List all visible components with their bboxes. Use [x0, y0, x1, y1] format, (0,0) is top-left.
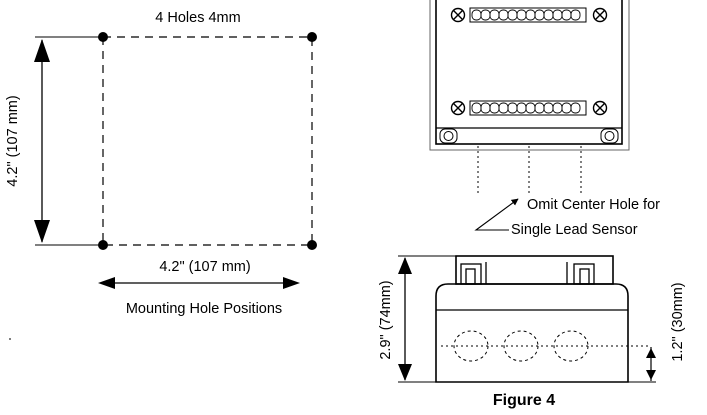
screw-icon — [453, 10, 463, 20]
note-leader — [474, 198, 519, 231]
terminal-contacts — [471, 9, 581, 21]
arrow-down-icon — [34, 220, 50, 243]
corner-hole-right — [600, 128, 619, 144]
mounting-hole — [307, 32, 317, 42]
stray-dot — [9, 338, 11, 340]
note-line-1: Omit Center Hole for — [527, 197, 660, 213]
arrow-up-icon — [398, 257, 412, 274]
sensor-side-view — [398, 255, 656, 383]
arrow-up-icon — [646, 348, 656, 358]
sensor-body — [435, 0, 623, 145]
terminal-strip — [469, 7, 587, 23]
screw-icon — [453, 103, 463, 113]
mounting-hole — [98, 240, 108, 250]
hole-height-label: 1.2" (30mm) — [670, 282, 686, 361]
corner-hole-right-bore — [604, 131, 615, 141]
holes-label: 4 Holes 4mm — [155, 10, 240, 26]
upper-terminal-row — [450, 7, 608, 23]
hole-pattern-outline — [102, 36, 313, 246]
sensor-outer-plate — [429, 0, 630, 151]
connector-latch-left — [460, 263, 482, 285]
corner-hole-left — [439, 128, 458, 144]
connector-pin-right — [579, 268, 590, 285]
leader-line — [474, 198, 519, 231]
corner-hole-left-bore — [443, 131, 454, 141]
terminal-contacts — [471, 102, 581, 114]
sensor-top-view — [429, 0, 630, 193]
arrow-left-icon — [98, 277, 115, 289]
lead-position-lines — [477, 146, 582, 193]
note-line-2: Single Lead Sensor — [511, 222, 638, 238]
mounting-caption: Mounting Hole Positions — [126, 301, 282, 317]
arrow-right-icon — [283, 277, 300, 289]
mounting-hole — [98, 32, 108, 42]
lower-terminal-row — [450, 100, 608, 116]
connector-pin-left — [465, 268, 476, 285]
connector-latch-right — [573, 263, 595, 285]
screw-icon — [595, 103, 605, 113]
arrow-down-icon — [646, 370, 656, 380]
terminal-strip — [469, 100, 587, 116]
figure-caption: Figure 4 — [493, 392, 555, 409]
arrow-up-icon — [34, 39, 50, 62]
mounting-height-label: 4.2" (107 mm) — [5, 95, 21, 186]
sensor-housing — [435, 283, 629, 383]
side-height-label: 2.9" (74mm) — [378, 280, 394, 359]
screw-icon — [595, 10, 605, 20]
mounting-hole — [307, 240, 317, 250]
mounting-width-label: 4.2" (107 mm) — [159, 259, 250, 275]
arrow-down-icon — [398, 364, 412, 381]
horizontal-dimension — [98, 277, 300, 289]
mounting-hole-pattern — [35, 32, 317, 250]
vertical-dimension — [34, 39, 50, 243]
